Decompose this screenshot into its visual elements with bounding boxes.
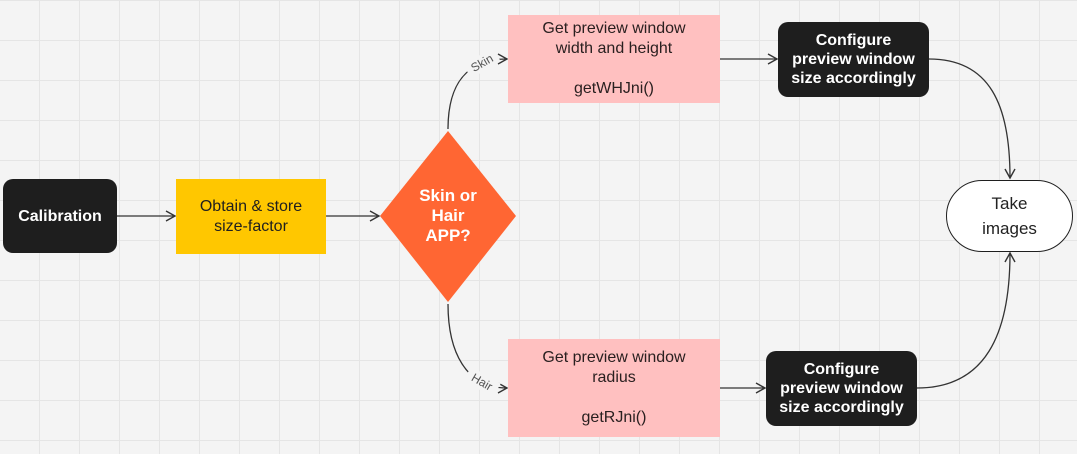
hair-preview-node[interactable]: Get preview window radius getRJni() [508, 339, 720, 437]
skin-configure-label: Configure preview window size accordingl… [791, 32, 916, 87]
hair-configure-node[interactable]: Configure preview window size accordingl… [766, 351, 917, 426]
decision-label-box: Skin or Hair APP? [398, 176, 498, 256]
hair-preview-label: Get preview window radius getRJni() [542, 349, 686, 426]
skin-preview-node[interactable]: Get preview window width and height getW… [508, 15, 720, 103]
connector-hair-configure-to-take-images [916, 251, 1016, 389]
take-images-node[interactable]: Take images [946, 180, 1073, 252]
calibration-label: Calibration [18, 207, 102, 225]
connector-skin-configure-to-take-images [928, 58, 1016, 180]
obtain-size-factor-label: Obtain & store size-factor [199, 197, 303, 235]
calibration-node[interactable]: Calibration [3, 179, 117, 253]
skin-preview-label: Get preview window width and height getW… [542, 20, 686, 97]
take-images-label: Take images [982, 194, 1037, 238]
decision-label: Skin or Hair APP? [419, 186, 477, 245]
hair-configure-label: Configure preview window size accordingl… [779, 361, 904, 416]
decision-diamond[interactable] [380, 131, 516, 302]
skin-configure-node[interactable]: Configure preview window size accordingl… [778, 22, 929, 97]
obtain-size-factor-node[interactable]: Obtain & store size-factor [176, 179, 326, 254]
